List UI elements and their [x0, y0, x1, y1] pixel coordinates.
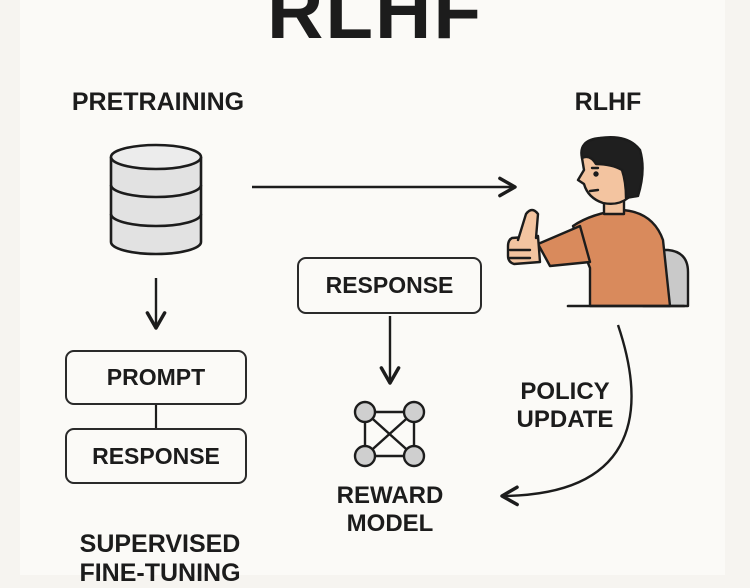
sft-caption: SUPERVISED FINE-TUNING: [60, 530, 260, 588]
diagram-title: RLHF: [267, 0, 483, 55]
arrow-policy-update: [500, 324, 633, 507]
sft-response-box: RESPONSE: [65, 428, 247, 484]
policy-update-line2: UPDATE: [516, 405, 614, 433]
diagram-graphics: [109, 136, 690, 507]
reward-model-line2: MODEL: [346, 509, 434, 537]
prompt-label: PROMPT: [106, 364, 206, 390]
prompt-box: PROMPT: [65, 350, 247, 405]
sft-caption-line1: SUPERVISED: [79, 530, 241, 558]
reward-model-label: REWARD MODEL: [310, 482, 470, 537]
pretraining-label: PRETRAINING: [71, 88, 245, 116]
rlhf-stage-label: RLHF: [574, 88, 642, 116]
database-icon: [109, 143, 203, 256]
reward-model-line1: REWARD: [336, 482, 444, 509]
person-thumbs-up-icon: [506, 136, 690, 308]
rlhf-response-box: RESPONSE: [297, 257, 482, 314]
policy-update-line1: POLICY: [520, 378, 610, 405]
network-icon: [353, 400, 426, 468]
rlhf-response-label: RESPONSE: [325, 272, 454, 298]
sft-response-label: RESPONSE: [92, 442, 220, 469]
sft-caption-line2: FINE-TUNING: [79, 558, 241, 587]
policy-update-label: POLICY UPDATE: [500, 378, 630, 433]
